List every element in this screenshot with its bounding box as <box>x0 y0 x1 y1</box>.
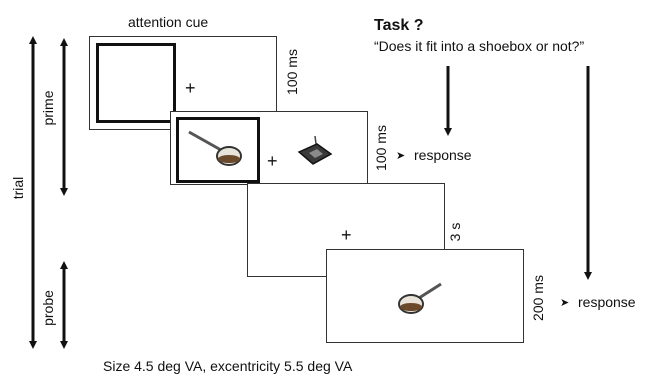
attention-cue-box <box>176 117 260 183</box>
fixation-cross: + <box>267 151 278 171</box>
task-heading: Task ? <box>374 17 424 34</box>
fixation-cross: + <box>341 225 352 245</box>
trial-label: trial <box>10 176 26 200</box>
fixation-cross: + <box>185 78 196 98</box>
object-icon <box>297 135 333 165</box>
response-marker-1: ➤ <box>396 150 406 162</box>
task-question: “Does it fit into a shoebox or not?” <box>374 38 585 54</box>
response-label-1: response <box>414 147 472 163</box>
frame-2: + <box>170 111 368 185</box>
response-marker-2: ➤ <box>560 297 570 309</box>
frame-4-duration: 200 ms <box>530 275 546 321</box>
frame-4 <box>326 249 524 343</box>
prime-label: prime <box>40 90 56 126</box>
attention-cue-box <box>96 43 176 123</box>
response-label-2: response <box>578 294 636 310</box>
banjo-icon <box>188 130 242 166</box>
frame-1-duration: 100 ms <box>284 49 300 95</box>
footnote: Size 4.5 deg VA, excentricity 5.5 deg VA <box>103 358 353 374</box>
probe-label: probe <box>40 290 56 326</box>
frame-2-duration: 100 ms <box>373 125 389 171</box>
banjo-icon <box>398 282 442 314</box>
attention-cue-title: attention cue <box>128 14 209 30</box>
